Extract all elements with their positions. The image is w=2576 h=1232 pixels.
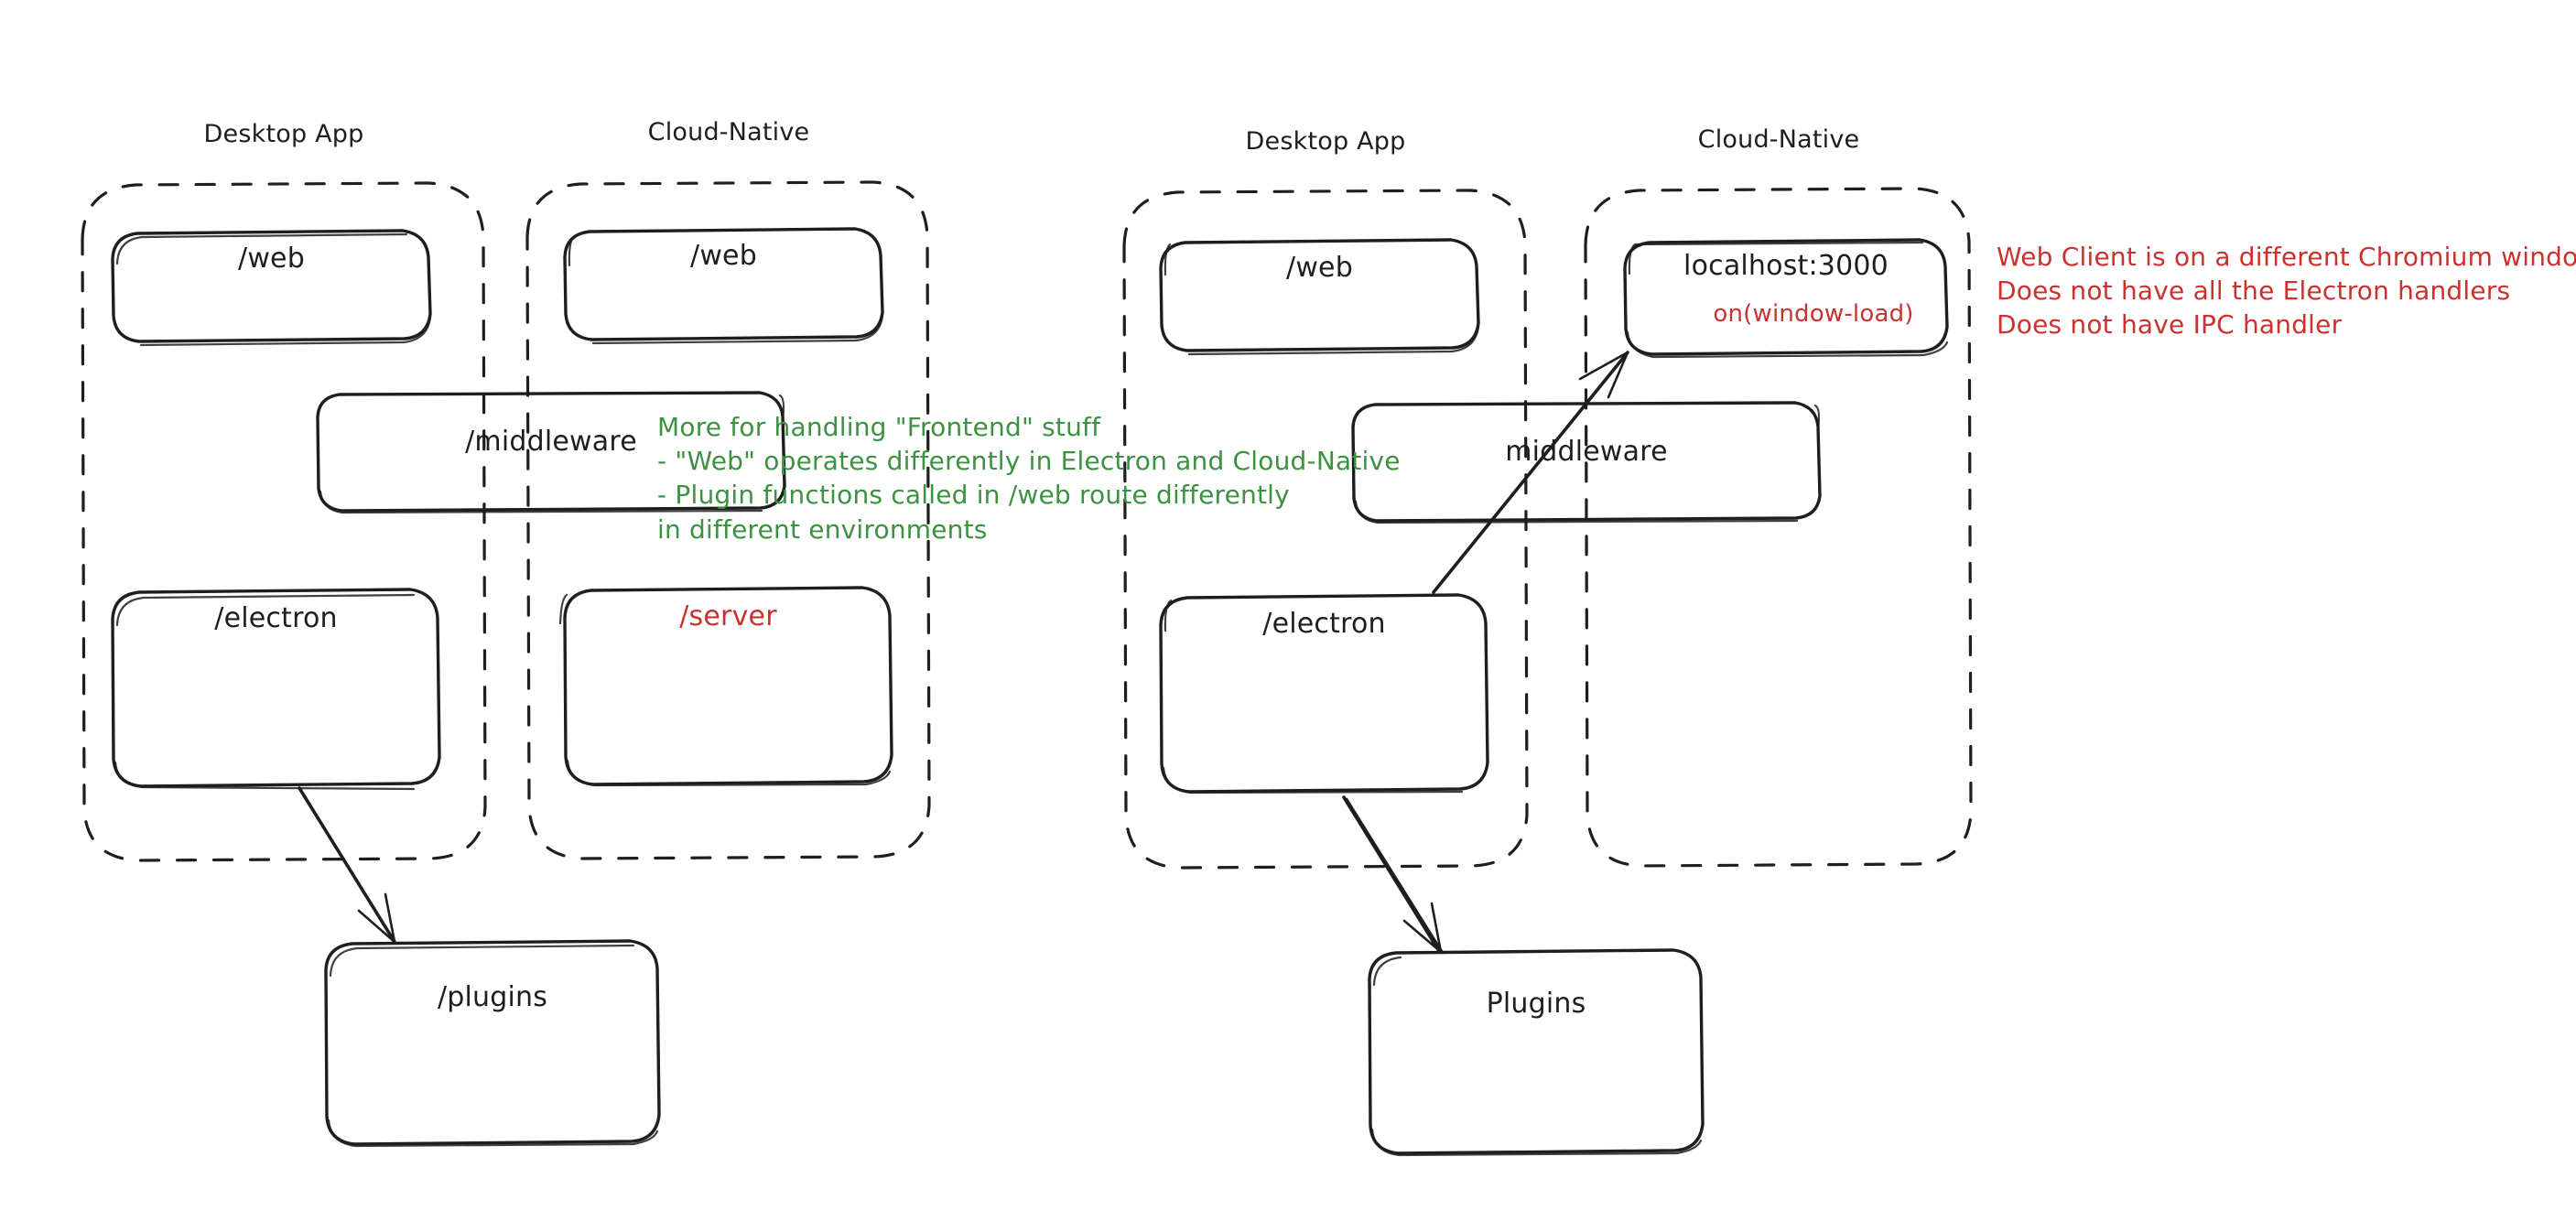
box-shape-middleware-right <box>1351 401 1822 524</box>
box-shape-web-desktop-left <box>111 229 432 347</box>
box-shape-middleware-left <box>316 391 786 514</box>
group-label-desktop-app-right: Desktop App <box>1245 127 1406 156</box>
arrow-electron-to-localhost-right <box>1432 351 1629 594</box>
box-label-web-cloud-left[interactable]: /web <box>690 240 757 272</box>
group-label-desktop-app-left: Desktop App <box>203 120 364 148</box>
box-label-plugins-left[interactable]: /plugins <box>437 981 548 1013</box>
box-label-middleware-right[interactable]: middleware <box>1505 436 1668 468</box>
group-frame-cloud-native-right <box>1584 187 1973 868</box>
box-shape-plugins-left <box>324 939 661 1148</box>
box-shape-electron-right <box>1159 593 1489 794</box>
arrow-electron-to-plugins-left <box>298 786 396 944</box>
annotation-web-client-note: Web Client is on a different Chromium wi… <box>1997 242 2576 340</box>
group-frame-desktop-app-left <box>81 181 487 862</box>
group-label-cloud-native-right: Cloud-Native <box>1697 125 1860 154</box>
box-label-electron-right[interactable]: /electron <box>1262 608 1386 640</box>
box-label-plugins-right[interactable]: Plugins <box>1486 988 1586 1020</box>
box-shape-web-desktop-right <box>1159 238 1480 356</box>
box-shape-electron-left <box>111 588 441 791</box>
group-frame-cloud-native-left <box>525 180 931 860</box>
annotation-frontend-note: More for handling "Frontend" stuff - "We… <box>657 412 1401 545</box>
box-shape-server-left <box>558 586 893 787</box>
box-label-web-desktop-left[interactable]: /web <box>238 243 305 275</box>
box-label-localhost-right[interactable]: localhost:3000 <box>1683 250 1889 282</box>
box-shape-localhost-right <box>1623 238 1949 359</box>
box-sublabel-on-window-load: on(window-load) <box>1713 300 1914 328</box>
box-label-electron-left[interactable]: /electron <box>214 602 338 634</box>
box-shape-plugins-right <box>1368 948 1705 1157</box>
box-label-web-desktop-right[interactable]: /web <box>1286 252 1353 284</box>
box-label-server-left[interactable]: /server <box>679 600 777 632</box>
box-label-middleware-left[interactable]: /middleware <box>465 426 637 458</box>
arrow-electron-to-plugins-right <box>1342 795 1445 955</box>
box-shape-web-cloud-left <box>563 227 884 345</box>
group-frame-desktop-app-right <box>1122 189 1529 870</box>
group-label-cloud-native-left: Cloud-Native <box>647 118 810 146</box>
